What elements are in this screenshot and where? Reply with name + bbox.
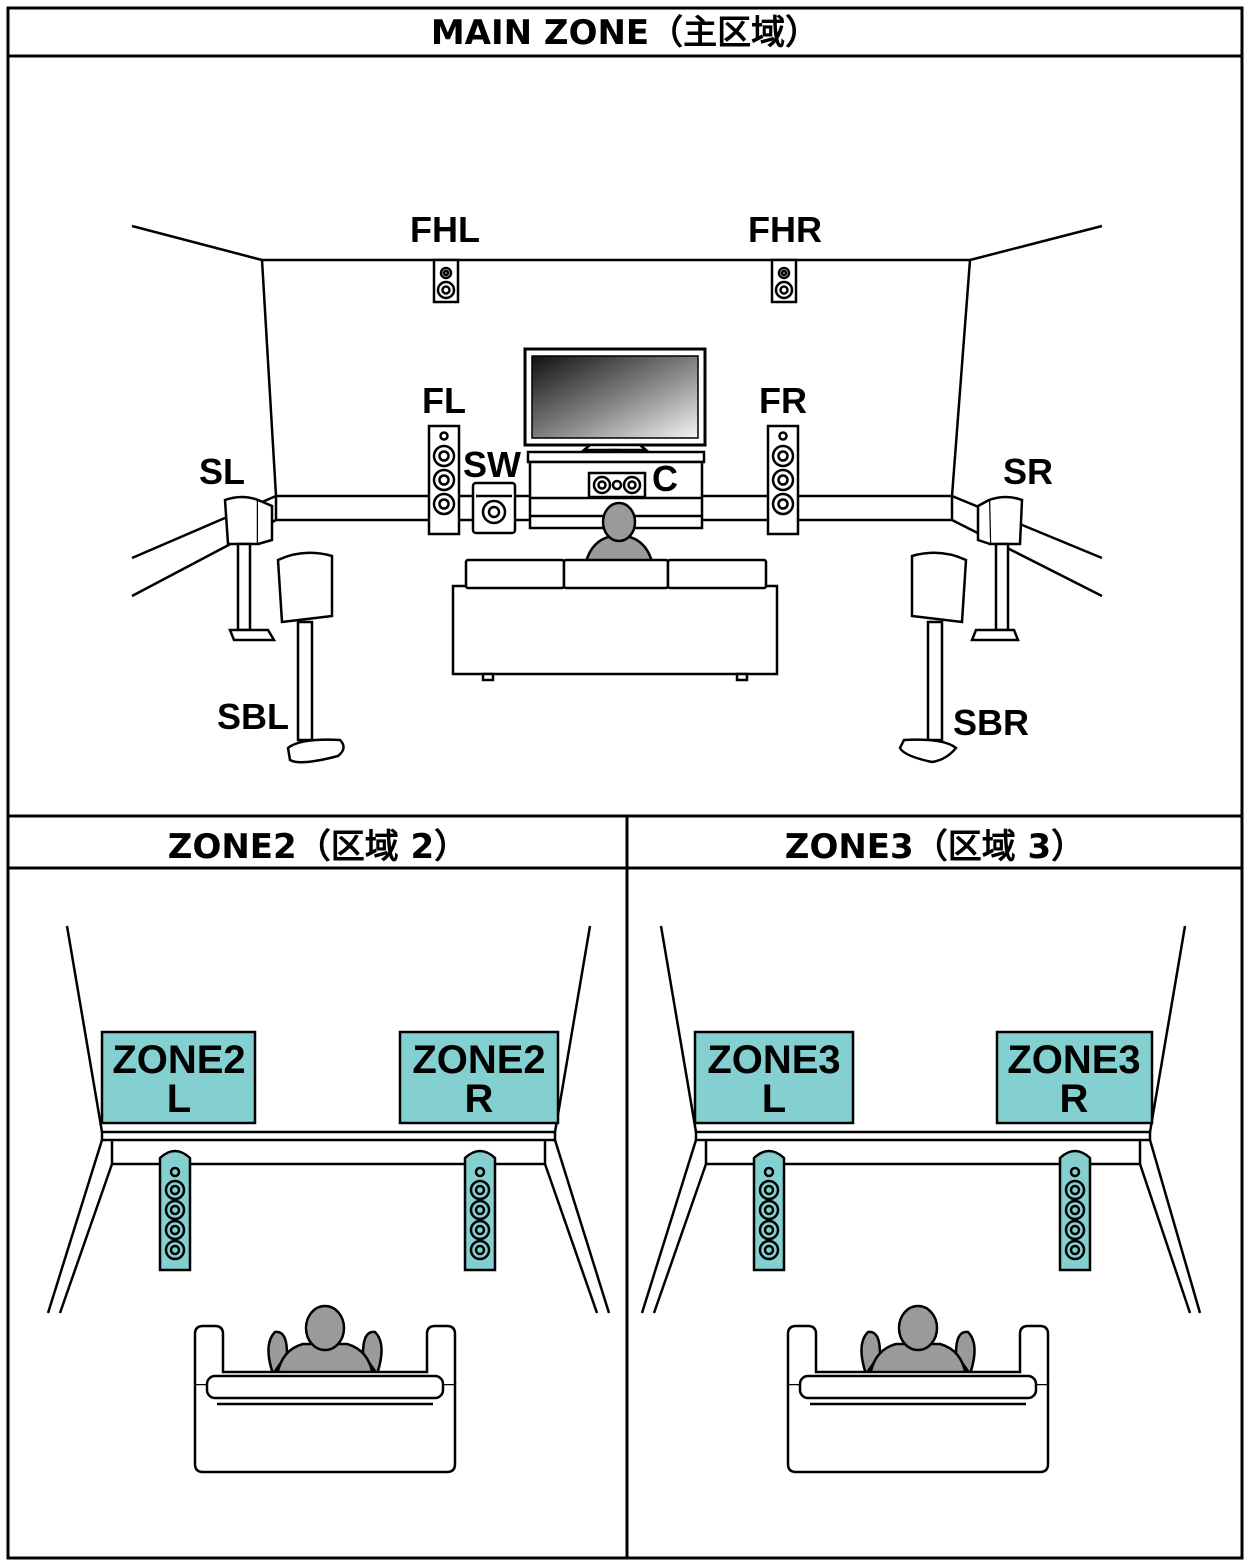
zone2-left-zone-text: ZONE2 [112, 1038, 245, 1082]
zone3-left-speaker [752, 1149, 786, 1272]
zone3-left-side-text: L [762, 1077, 786, 1121]
sl-label: SL [199, 451, 245, 492]
zone3-room-outline [640, 925, 1202, 1314]
main-sofa [451, 558, 779, 682]
main-listener [584, 501, 654, 564]
sw-label: SW [463, 444, 521, 485]
sl-speaker [223, 495, 277, 642]
fhl-label: FHL [410, 209, 480, 250]
zone3-left-label-box: ZONE3 L [693, 1030, 855, 1125]
zone2-room-outline [46, 925, 611, 1314]
center-speaker [587, 471, 647, 499]
zone2-right-zone-text: ZONE2 [412, 1038, 545, 1082]
zone2-right-side-text: R [465, 1077, 494, 1121]
fr-label: FR [759, 380, 807, 421]
zone3-right-zone-text: ZONE3 [1007, 1038, 1140, 1082]
fhl-speaker [432, 258, 460, 304]
zone3-title: ZONE3（区域 3） [785, 827, 1085, 867]
sbr-label: SBR [953, 702, 1029, 743]
zone3-right-label-box: ZONE3 R [995, 1030, 1154, 1125]
fr-speaker [766, 424, 800, 536]
sbr-speaker [898, 551, 968, 764]
subwoofer [471, 481, 517, 535]
fl-label: FL [422, 380, 466, 421]
sr-speaker [970, 495, 1024, 642]
zone3-right-side-text: R [1060, 1077, 1089, 1121]
tv [523, 347, 707, 460]
zone2-right-label-box: ZONE2 R [398, 1030, 560, 1125]
zone2-right-speaker [463, 1149, 497, 1272]
main-zone-title: MAIN ZONE（主区域） [431, 13, 819, 53]
zone3-left-zone-text: ZONE3 [707, 1038, 840, 1082]
zone2-left-speaker [158, 1149, 192, 1272]
sbl-label: SBL [217, 696, 289, 737]
c-label: C [652, 458, 678, 499]
main-zone-panel: MAIN ZONE（主区域） [6, 6, 1244, 818]
fhr-speaker [770, 258, 798, 304]
zone3-panel: ZONE3（区域 3） ZONE3 L ZONE3 R [625, 814, 1244, 1560]
fl-speaker [427, 424, 461, 536]
zone3-right-speaker [1058, 1149, 1092, 1272]
zone2-panel: ZONE2（区域 2） ZONE2 L ZONE2 R [6, 814, 629, 1560]
sbl-speaker [276, 551, 345, 764]
sr-label: SR [1003, 451, 1053, 492]
zone2-left-label-box: ZONE2 L [100, 1030, 257, 1125]
zone2-left-side-text: L [167, 1077, 191, 1121]
fhr-label: FHR [748, 209, 822, 250]
zone2-title: ZONE2（区域 2） [168, 827, 468, 867]
